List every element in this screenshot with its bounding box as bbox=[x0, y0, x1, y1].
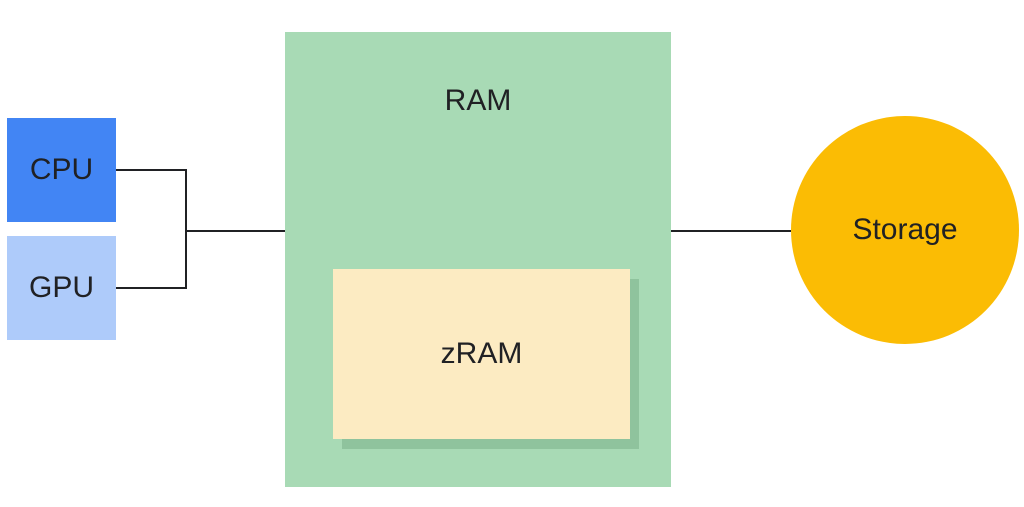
gpu-node: GPU bbox=[7, 236, 116, 340]
gpu-to-ram-connector bbox=[116, 231, 187, 289]
gpu-label: GPU bbox=[28, 271, 94, 304]
cpu-node: CPU bbox=[7, 118, 116, 222]
storage-node: Storage bbox=[791, 116, 1019, 344]
storage-label: Storage bbox=[852, 213, 958, 246]
cpu-to-ram-connector bbox=[116, 169, 187, 231]
cpu-label: CPU bbox=[29, 153, 94, 186]
zram-node: zRAM bbox=[333, 269, 630, 439]
zram-label: zRAM bbox=[440, 337, 523, 370]
ram-label: RAM bbox=[444, 84, 512, 117]
